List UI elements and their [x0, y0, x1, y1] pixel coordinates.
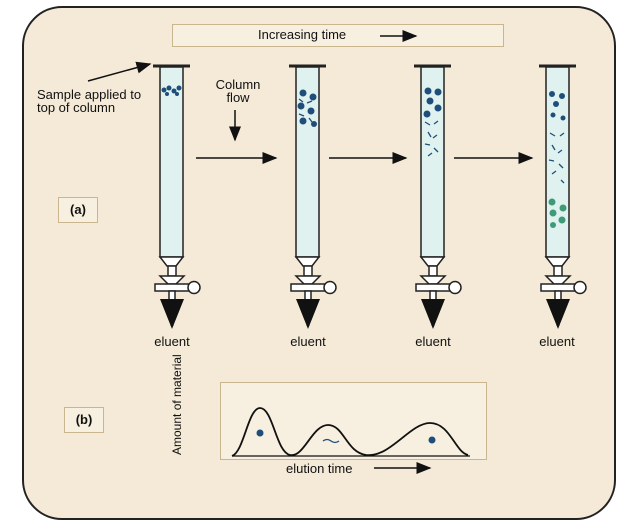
elution-graph-box — [220, 382, 487, 460]
eluent-label-1: eluent — [154, 334, 190, 349]
panel-a-tag: (a) — [58, 197, 98, 223]
sample-band-column-1 — [161, 85, 182, 96]
eluent-label-4: eluent — [539, 334, 575, 349]
column-flow-label: Column flow — [215, 77, 261, 105]
sample-band-column-3 — [423, 87, 442, 118]
increasing-time-label: Increasing time — [258, 27, 347, 42]
peak-3-dot — [428, 436, 436, 444]
peak-2-squiggle — [322, 438, 340, 444]
peak-1-dot — [256, 429, 264, 437]
y-axis-label-line-1: Amount of material — [170, 354, 184, 455]
sample-band-column-4-green — [548, 198, 567, 228]
sample-pointer-arrow — [87, 61, 152, 82]
elution-graph — [231, 407, 470, 457]
column-4 — [539, 64, 586, 326]
column-1 — [153, 64, 200, 326]
elution-time-label: elution time — [286, 461, 353, 476]
column-3 — [414, 64, 461, 326]
column-2 — [289, 64, 336, 326]
sample-applied-label: Sample applied to top of column — [37, 87, 142, 115]
eluent-label-3: eluent — [415, 334, 451, 349]
increasing-time-banner — [172, 24, 504, 47]
eluent-label-2: eluent — [290, 334, 326, 349]
panel-b-tag: (b) — [64, 407, 104, 433]
sample-band-column-4-top — [549, 91, 566, 121]
elution-peaks-curve — [231, 407, 469, 457]
sample-band-column-2 — [297, 89, 317, 127]
